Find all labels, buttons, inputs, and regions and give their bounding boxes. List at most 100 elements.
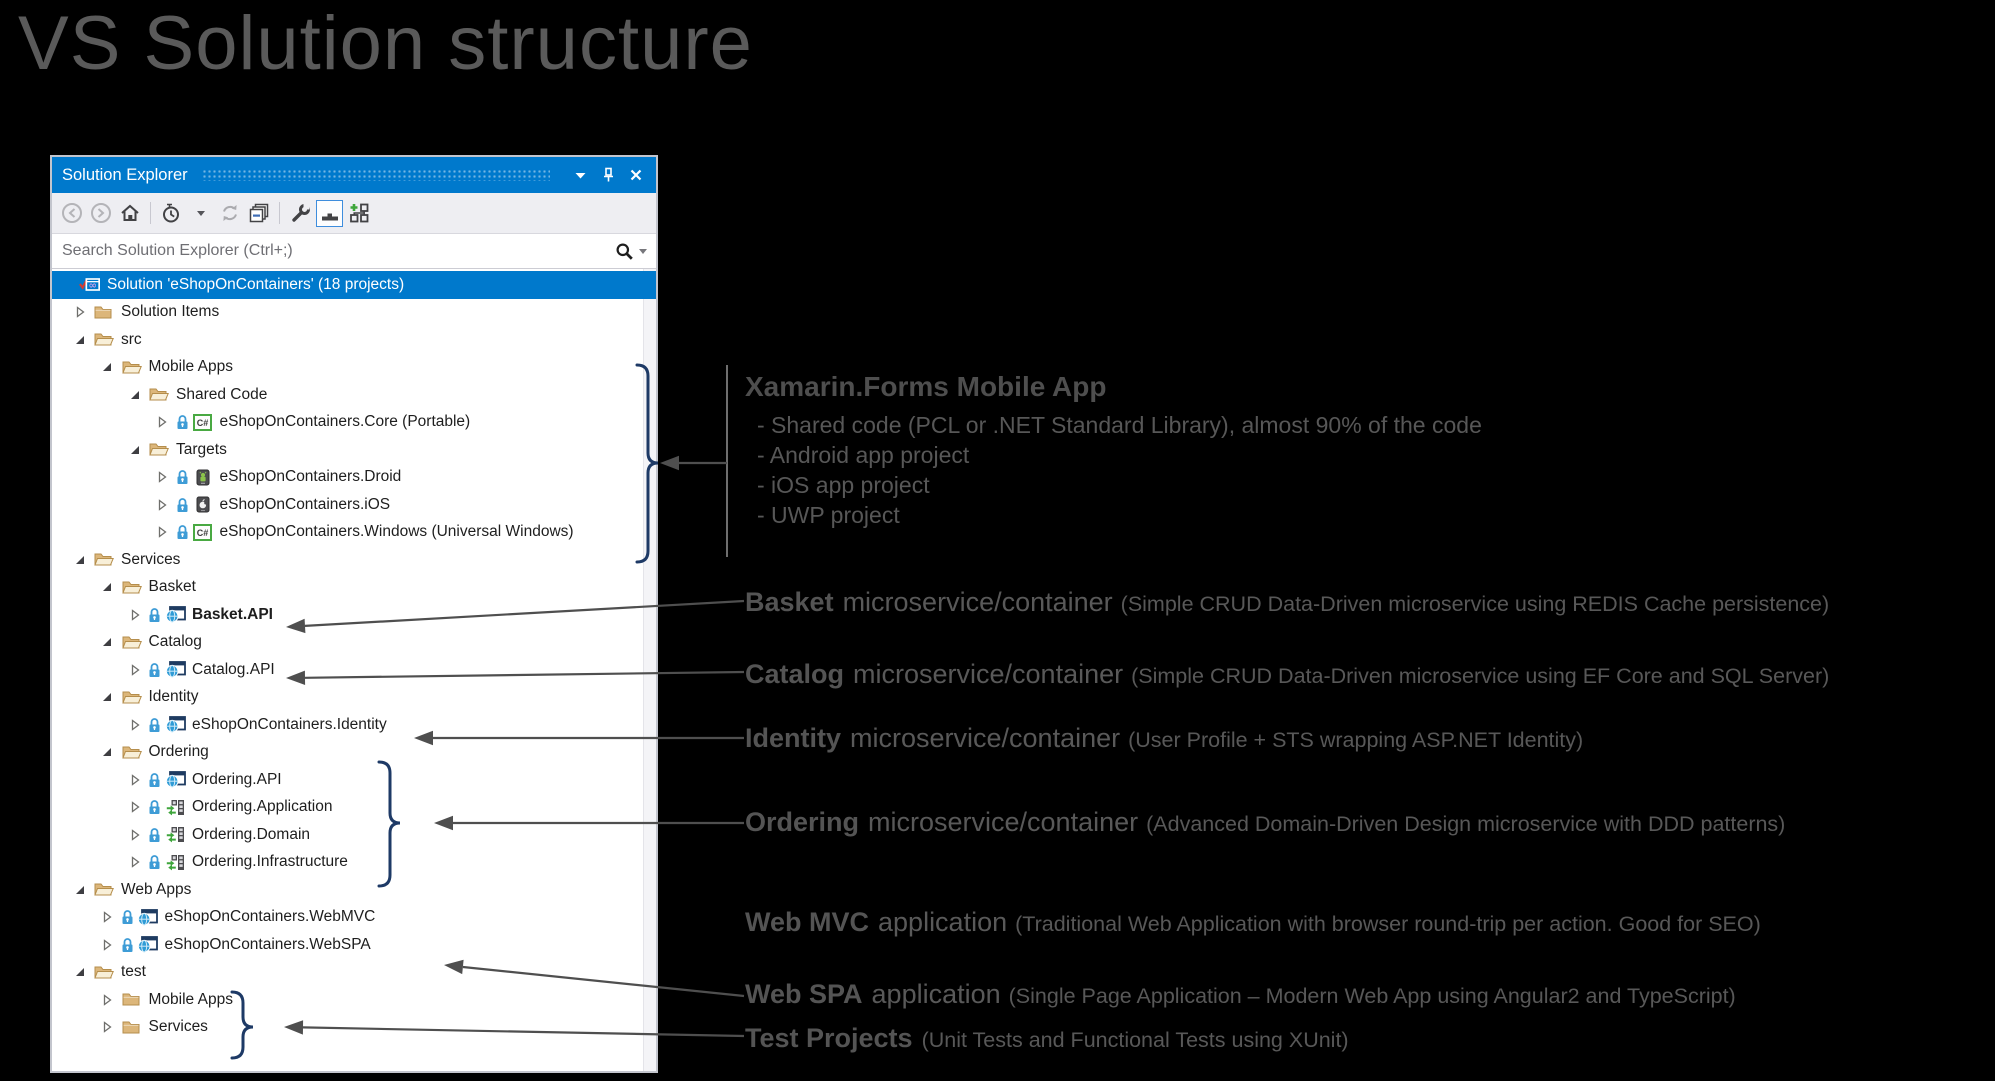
tree-item-label: Basket (148, 578, 196, 596)
tree-item-src[interactable]: src (52, 326, 656, 354)
sync-with-active-document-button[interactable] (345, 200, 372, 227)
annotation-title: Catalog (745, 659, 845, 689)
tree-item-basket[interactable]: Basket (52, 574, 656, 602)
tree-item-catalog[interactable]: Catalog (52, 629, 656, 657)
expander-collapsed-icon[interactable] (155, 498, 170, 511)
tree-item-web-apps[interactable]: Web Apps (52, 876, 656, 904)
tree-item-services[interactable]: Services (52, 546, 656, 574)
tree-item-eshoponcontainers-windows-universal-windows[interactable]: C#eShopOnContainers.Windows (Universal W… (52, 519, 656, 547)
expander-collapsed-icon[interactable] (127, 718, 142, 731)
tree-item-solution-eshoponcontainers-18-projects[interactable]: ∞Solution 'eShopOnContainers' (18 projec… (52, 271, 656, 299)
tree-item-ordering-infrastructure[interactable]: Ordering.Infrastructure (52, 849, 656, 877)
expander-expanded-icon[interactable] (100, 636, 115, 648)
tree-item-ordering[interactable]: Ordering (52, 739, 656, 767)
annotation-subtitle: microservice/container (868, 807, 1139, 837)
expander-expanded-icon[interactable] (100, 581, 115, 593)
expander-collapsed-icon[interactable] (155, 416, 170, 429)
annotation-test-projects: Test Projects(Unit Tests and Functional … (745, 1022, 1349, 1059)
tree-item-shared-code[interactable]: Shared Code (52, 381, 656, 409)
properties-button[interactable] (287, 200, 314, 227)
web-icon (137, 936, 159, 953)
tree-item-basket-api[interactable]: Basket.API (52, 601, 656, 629)
expander-collapsed-icon[interactable] (100, 1021, 115, 1034)
lock-icon (121, 909, 134, 925)
expander-collapsed-icon[interactable] (155, 526, 170, 539)
tree-item-solution-items[interactable]: Solution Items (52, 299, 656, 327)
tree-item-identity[interactable]: Identity (52, 684, 656, 712)
tree-item-label: src (121, 330, 142, 348)
tree-item-eshoponcontainers-ios[interactable]: eShopOnContainers.iOS (52, 491, 656, 519)
search-box[interactable]: Search Solution Explorer (Ctrl+;) (52, 234, 656, 269)
tree-item-catalog-api[interactable]: Catalog.API (52, 656, 656, 684)
folder-open-icon (93, 881, 115, 898)
lock-icon (148, 854, 161, 870)
navigate-forward-button[interactable] (87, 200, 114, 227)
tree-item-mobile-apps[interactable]: Mobile Apps (52, 354, 656, 382)
tree-item-test[interactable]: test (52, 959, 656, 987)
expander-expanded-icon[interactable] (72, 966, 87, 978)
tree-item-mobile-apps-1[interactable]: Mobile Apps (52, 986, 656, 1014)
web-icon (137, 908, 159, 926)
auto-hide-pin-icon[interactable] (596, 163, 620, 187)
expander-collapsed-icon[interactable] (127, 856, 142, 869)
collapse-all-button[interactable] (245, 200, 272, 227)
expander-collapsed-icon[interactable] (72, 306, 87, 319)
folder-open-icon (121, 359, 143, 376)
expander-collapsed-icon[interactable] (127, 773, 142, 786)
refresh-button[interactable] (216, 200, 243, 227)
tree-item-label: Ordering.Domain (192, 825, 311, 843)
close-icon[interactable] (624, 163, 648, 187)
expander-expanded-icon[interactable] (127, 389, 142, 401)
annotation-heading: Xamarin.Forms Mobile App (745, 371, 1107, 402)
tree-item-ordering-api[interactable]: Ordering.API (52, 766, 656, 794)
panel-titlebar[interactable]: Solution Explorer (52, 157, 656, 193)
tree-item-eshoponcontainers-identity[interactable]: eShopOnContainers.Identity (52, 711, 656, 739)
tree-item-eshoponcontainers-webspa[interactable]: eShopOnContainers.WebSPA (52, 931, 656, 959)
search-options-caret-icon[interactable] (638, 247, 648, 255)
web-icon (164, 716, 186, 733)
annotation-title: Basket (745, 587, 834, 617)
search-icon[interactable] (615, 242, 634, 261)
lock-icon (148, 799, 161, 815)
tree-item-ordering-domain[interactable]: Ordering.Domain (52, 821, 656, 849)
tree-item-label: Mobile Apps (148, 358, 233, 376)
window-position-icon[interactable] (568, 163, 592, 187)
expander-expanded-icon[interactable] (72, 554, 87, 566)
tree-item-label: eShopOnContainers.WebMVC (164, 908, 376, 926)
expander-collapsed-icon[interactable] (100, 993, 115, 1006)
tree-item-targets[interactable]: Targets (52, 436, 656, 464)
expander-expanded-icon[interactable] (100, 746, 115, 758)
tree-item-ordering-application[interactable]: Ordering.Application (52, 794, 656, 822)
expander-collapsed-icon[interactable] (100, 911, 115, 924)
expander-collapsed-icon[interactable] (100, 938, 115, 951)
filter-dropdown-button[interactable] (187, 200, 214, 227)
expander-collapsed-icon[interactable] (127, 608, 142, 621)
csharp-icon: C# (192, 413, 214, 431)
expander-expanded-icon[interactable] (72, 884, 87, 896)
expander-collapsed-icon[interactable] (127, 801, 142, 814)
tree-item-label: Identity (148, 688, 199, 706)
lock-icon (148, 772, 161, 788)
expander-collapsed-icon[interactable] (127, 663, 142, 676)
tree-item-services-1[interactable]: Services (52, 1014, 656, 1042)
tree-item-eshoponcontainers-droid[interactable]: eShopOnContainers.Droid (52, 464, 656, 492)
tree-item-eshoponcontainers-webmvc[interactable]: eShopOnContainers.WebMVC (52, 904, 656, 932)
library-icon (164, 854, 186, 871)
tree-item-eshoponcontainers-core-portable[interactable]: C# eShopOnContainers.Core (Portable) (52, 409, 656, 437)
navigate-back-button[interactable] (58, 200, 85, 227)
expander-collapsed-icon[interactable] (155, 471, 170, 484)
expander-expanded-icon[interactable] (100, 361, 115, 373)
pending-changes-filter-button[interactable] (158, 200, 185, 227)
preview-selected-items-button[interactable] (316, 199, 343, 227)
expander-expanded-icon[interactable] (100, 691, 115, 703)
expander-expanded-icon[interactable] (127, 444, 142, 456)
expander-expanded-icon[interactable] (72, 334, 87, 346)
home-button[interactable] (116, 200, 143, 227)
tree-item-label: eShopOnContainers.Core (Portable) (219, 413, 471, 431)
expander-collapsed-icon[interactable] (127, 828, 142, 841)
annotation-subtitle: microservice/container (842, 587, 1113, 617)
annotation-xamarin-forms-mobile-app: Xamarin.Forms Mobile App- Shared code (P… (745, 370, 1482, 530)
